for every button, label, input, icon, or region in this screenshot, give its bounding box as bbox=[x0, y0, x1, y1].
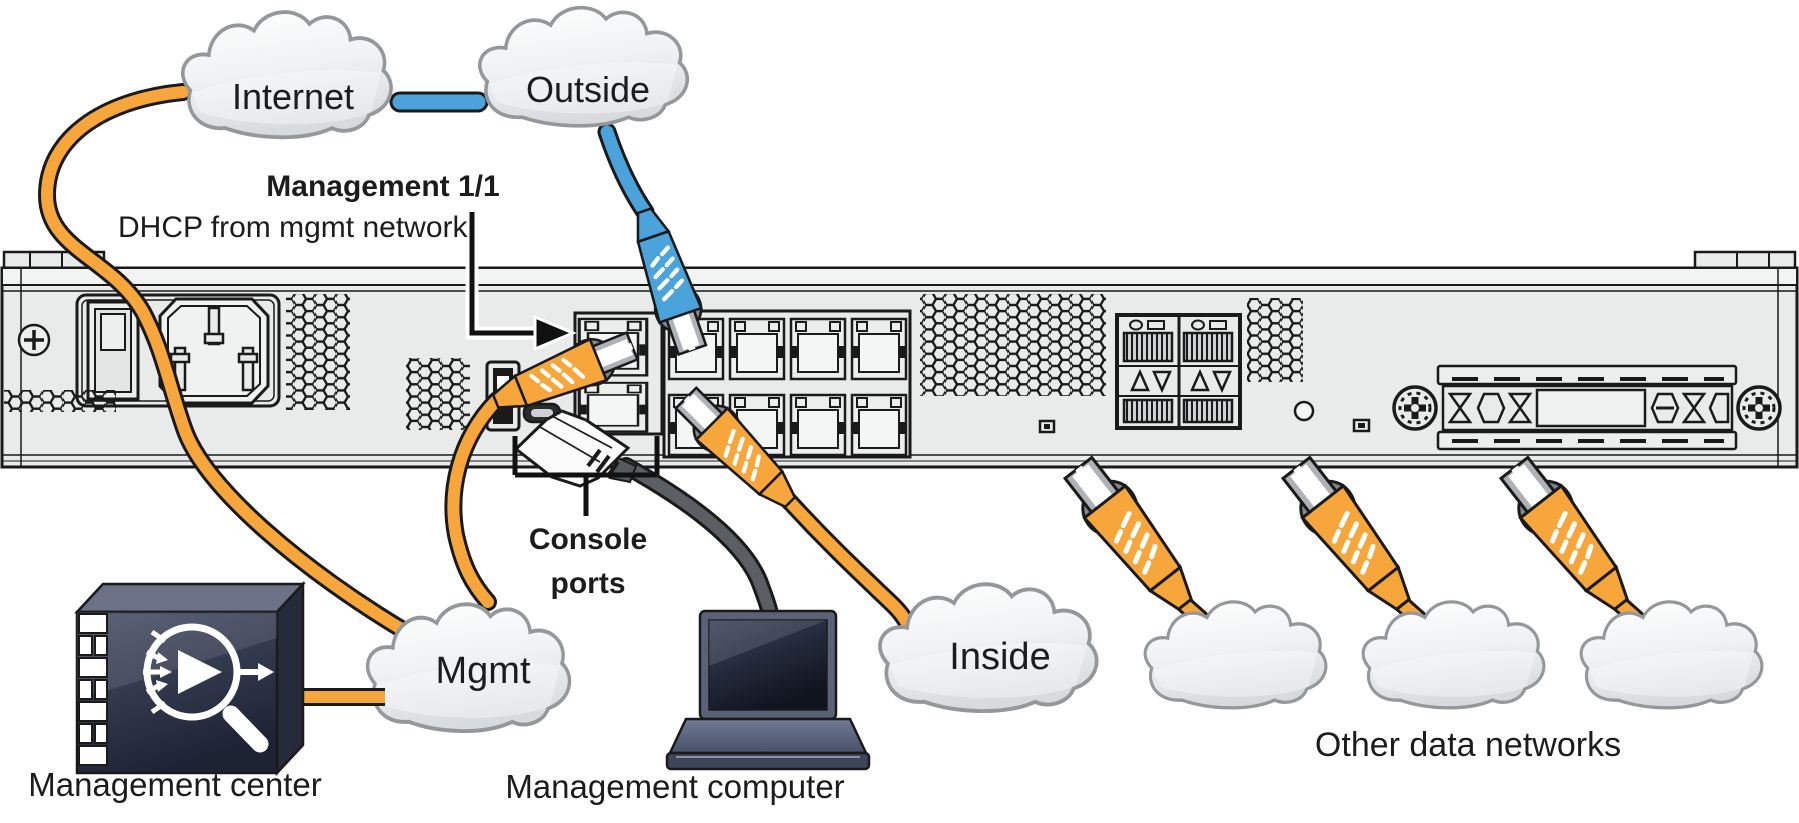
other-network-cloud-2 bbox=[1361, 600, 1546, 710]
console-ports-label-line1: Console bbox=[528, 523, 648, 556]
vent-grille bbox=[1247, 298, 1303, 382]
internet-cloud bbox=[180, 10, 394, 140]
other-network-cloud-3 bbox=[1579, 600, 1764, 710]
panel-screw-icon bbox=[17, 323, 51, 357]
management-port-arrow-icon bbox=[465, 212, 577, 352]
management-port-label: Management 1/1 bbox=[266, 170, 500, 203]
firewall-management-center-icon bbox=[74, 580, 306, 777]
cloud-label-mgmt: Mgmt bbox=[435, 650, 531, 692]
caption-management-computer: Management computer bbox=[505, 768, 845, 805]
chassis-hole bbox=[1293, 400, 1315, 422]
rj45-connector-icon-loose-1 bbox=[1057, 451, 1206, 621]
console-connector-icon bbox=[513, 409, 638, 488]
cloud-label-inside: Inside bbox=[949, 636, 1051, 678]
storage-module-slot bbox=[1394, 364, 1780, 451]
rack-ear-right bbox=[1693, 250, 1797, 270]
caption-other-networks: Other data networks bbox=[1314, 726, 1622, 764]
sfp-port-block bbox=[1115, 313, 1242, 430]
cloud-label-outside: Outside bbox=[525, 69, 651, 110]
management-port-sublabel: DHCP from mgmt network bbox=[118, 211, 468, 244]
rj45-connector-icon-loose-2 bbox=[1275, 451, 1424, 621]
vent-grille bbox=[920, 294, 1106, 396]
console-ports-bracket bbox=[512, 436, 660, 516]
vent-grille bbox=[406, 358, 470, 430]
thumbscrew-icon bbox=[1394, 387, 1436, 429]
policy-play-emblem-icon bbox=[143, 623, 274, 753]
laptop-icon bbox=[665, 609, 871, 771]
indicator bbox=[1038, 419, 1056, 434]
other-network-cloud-1 bbox=[1143, 600, 1328, 710]
cables bbox=[37, 83, 1657, 642]
vent-grille bbox=[4, 390, 116, 412]
power-switch bbox=[86, 300, 140, 401]
indicator bbox=[1352, 418, 1371, 433]
console-ports-label-line2: ports bbox=[550, 567, 626, 600]
firewall-appliance-rear-panel bbox=[0, 250, 1799, 469]
console-ports-label: Console ports bbox=[488, 518, 688, 606]
rj45-connector-icon-loose-3 bbox=[1493, 451, 1642, 621]
power-module bbox=[75, 293, 281, 408]
thumbscrew-icon bbox=[1738, 387, 1780, 429]
caption-management-center: Management center bbox=[28, 766, 322, 803]
brick-wall-icon bbox=[78, 613, 108, 766]
vent-grille bbox=[286, 294, 350, 410]
cloud-label-internet: Internet bbox=[231, 76, 355, 117]
